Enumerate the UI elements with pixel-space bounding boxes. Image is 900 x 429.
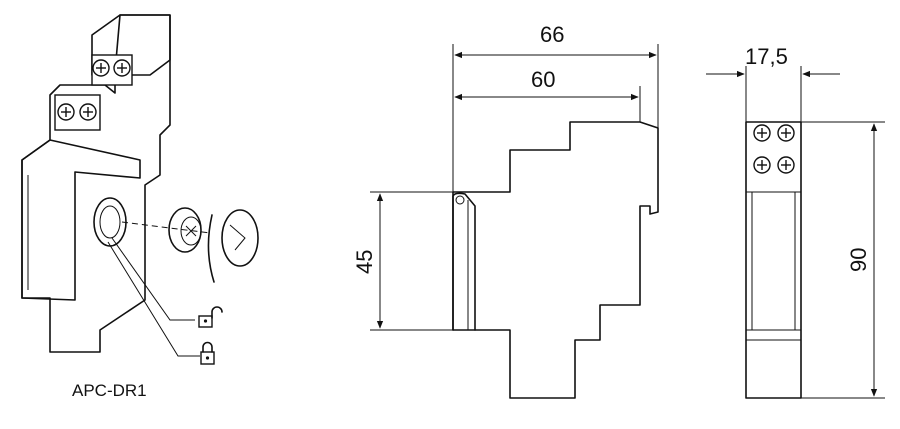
product-front-view: 17,5 90 <box>706 44 885 399</box>
dimension-front-height: 45 <box>352 250 377 274</box>
model-label: APC-DR1 <box>72 381 147 400</box>
dimension-width: 17,5 <box>745 44 788 69</box>
locked-padlock-icon <box>200 341 215 365</box>
product-isometric-view: APC-DR1 <box>21 14 259 400</box>
screw-terminal-icon <box>753 124 795 174</box>
product-side-view: 66 60 45 <box>352 22 659 399</box>
unlocked-padlock-icon <box>198 306 223 328</box>
dimension-depth-to-rail: 60 <box>531 67 555 92</box>
dimension-total-depth: 66 <box>540 22 564 47</box>
dimension-total-height: 90 <box>846 248 871 272</box>
